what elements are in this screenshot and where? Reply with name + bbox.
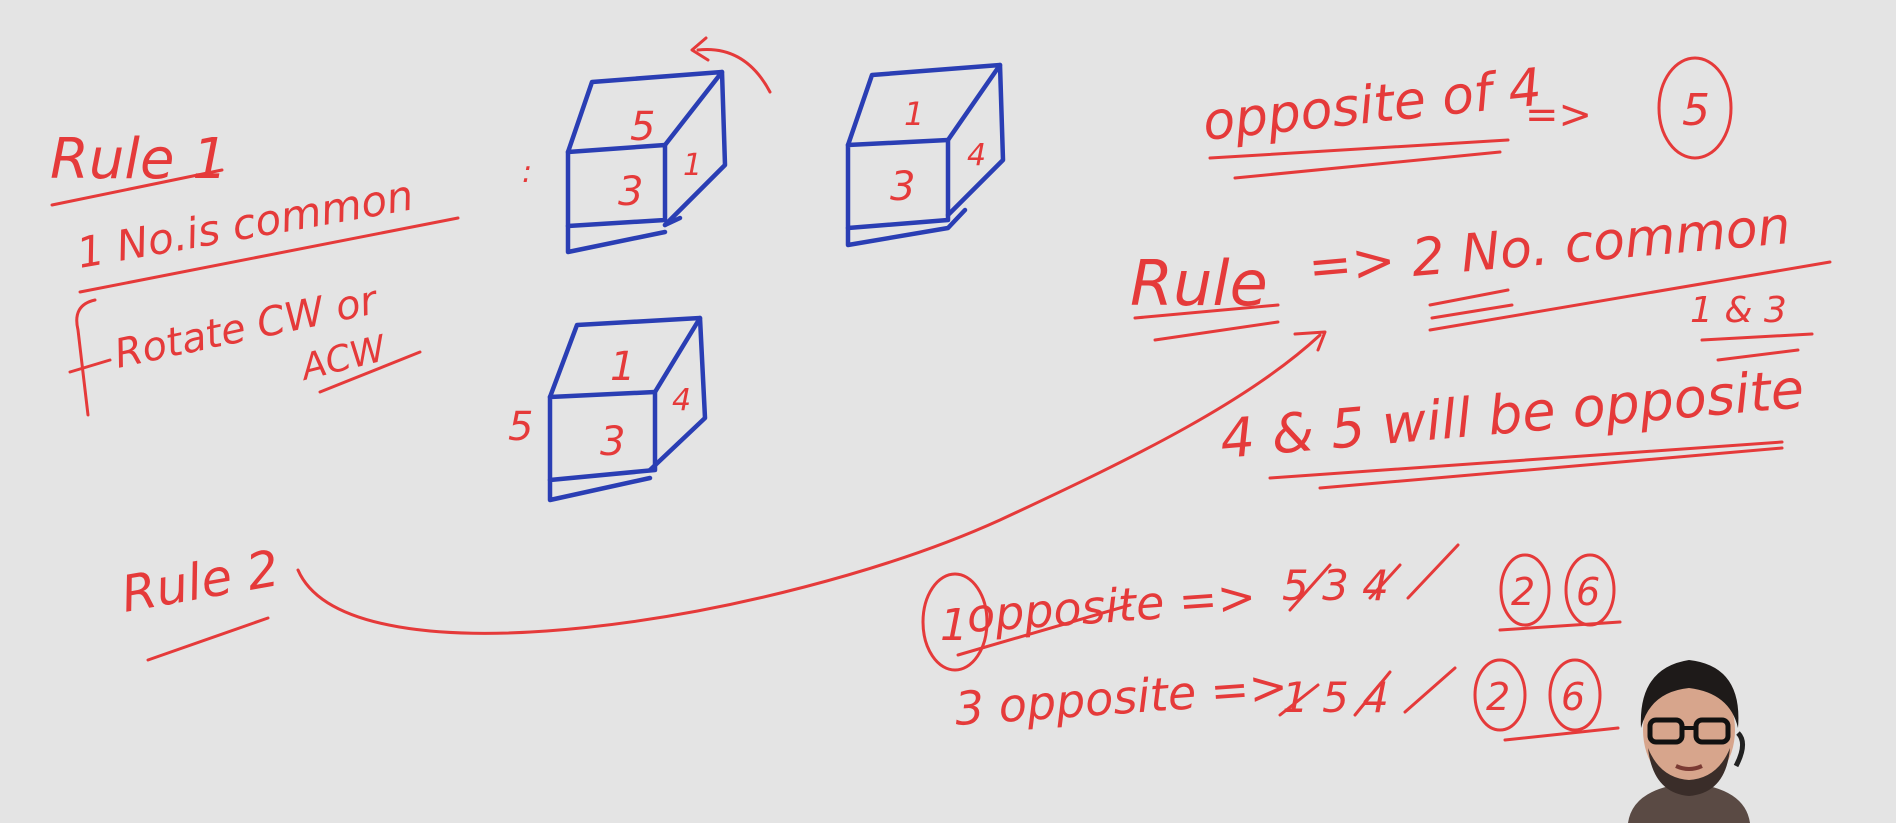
line-a-circled-2: 6 (1576, 570, 1600, 614)
opposite-of-4: opposite of 4 (1200, 58, 1544, 153)
line-b-circled-underline (1503, 726, 1620, 742)
answer-value: 5 (1682, 85, 1710, 136)
cube-3: 1 3 4 5 (508, 315, 708, 503)
cube-3-left: 5 (508, 404, 533, 450)
presenter-avatar-icon (1628, 660, 1750, 823)
cube-2: 1 3 4 (845, 62, 1006, 248)
rotation-arrowhead (690, 36, 710, 62)
cube-1-front: 3 (618, 169, 643, 215)
rule-text: => 2 No. common (1306, 196, 1793, 298)
line-b-text: 3 opposite => (953, 659, 1289, 736)
rule-text-underline-3 (1428, 260, 1832, 332)
rotation-arrow (696, 48, 772, 94)
rule2-underline (146, 616, 270, 662)
rule-text-underline-1 (1428, 288, 1510, 307)
cube-2-top: 1 (904, 95, 924, 133)
opposite-of-4-underline-2 (1233, 150, 1502, 180)
line-b-strike-3 (1403, 666, 1457, 714)
presenter-webcam (1608, 648, 1770, 823)
rule1-bracket-arrow (68, 358, 112, 374)
cube-1-colon: : (522, 155, 532, 190)
line-a-circle (921, 572, 989, 672)
rule2-connector-arrowhead (1293, 330, 1327, 352)
rule1-underline (50, 168, 224, 207)
line-a-strike-1 (1288, 563, 1332, 612)
rule-text-underline-2 (1430, 303, 1514, 320)
rule1-line3-underline (318, 350, 422, 394)
line-a-number: 1 (940, 600, 968, 651)
conclusion-underline-2 (1318, 446, 1784, 490)
line-b-circled-2: 6 (1561, 675, 1585, 719)
line-b-strike-1 (1278, 683, 1320, 717)
line-b-circle-2 (1473, 658, 1527, 732)
line-a-struck: 5 3 4 (1282, 561, 1389, 610)
line-a-underline (956, 603, 1132, 657)
line-a-strike-2 (1368, 563, 1402, 600)
rule1-line1-underline (78, 216, 460, 294)
cube-1-side: 1 (683, 148, 702, 183)
conclusion-underline-1 (1268, 440, 1784, 480)
rule-label-underline-2 (1153, 320, 1280, 342)
opposite-of-4-arrow: => (1525, 92, 1592, 138)
line-a-circled-1: 2 (1511, 570, 1535, 614)
line-a-strike-3 (1406, 543, 1460, 600)
rule1-bracket (75, 298, 97, 417)
rule2-connector-arrow (296, 333, 1322, 635)
cube-3-side: 4 (672, 383, 691, 418)
cube-2-side: 4 (967, 138, 986, 173)
line-b-circle-6 (1548, 658, 1602, 732)
answer-circle (1657, 56, 1733, 160)
line-a-circle-2 (1499, 553, 1551, 627)
cube-1-top: 5 (630, 104, 655, 150)
rule2-label: Rule 2 (117, 539, 283, 624)
cube-1: 5 3 1 (565, 69, 728, 255)
line-b-struck: 1 5 4 (1282, 673, 1389, 722)
cube-3-front: 3 (600, 419, 625, 465)
common-numbers-underline-2 (1716, 348, 1800, 362)
rule-label-underline-1 (1133, 303, 1280, 320)
line-a-circled-underline (1498, 620, 1622, 632)
common-numbers-underline-1 (1700, 332, 1814, 342)
common-numbers: 1 & 3 (1690, 290, 1787, 331)
opposite-of-4-underline-1 (1208, 138, 1510, 160)
cube-2-front: 3 (890, 164, 915, 210)
line-a-text: opposite => (965, 569, 1258, 643)
line-b-strike-2 (1353, 670, 1392, 717)
rule1-label: Rule 1 (50, 127, 228, 192)
line-b-circled-1: 2 (1486, 675, 1510, 719)
cube-3-top: 1 (610, 344, 635, 390)
